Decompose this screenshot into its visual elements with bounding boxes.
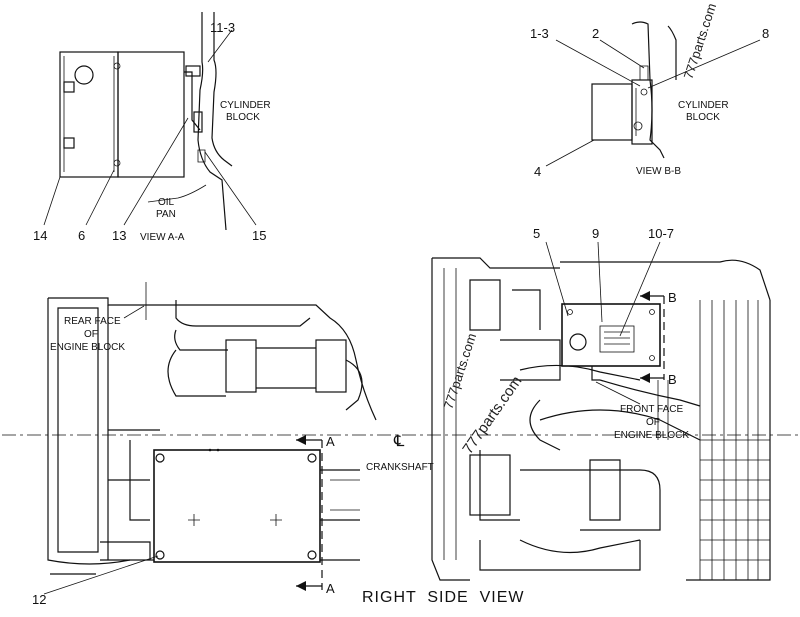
front-face-line1: FRONT FACE	[620, 404, 683, 415]
callout-5: 5	[533, 226, 540, 241]
block-label: BLOCK	[226, 112, 260, 123]
centerline-symbol: ℄	[393, 433, 405, 450]
rear-face-line3: ENGINE BLOCK	[50, 342, 125, 353]
front-face-line3: ENGINE BLOCK	[614, 430, 689, 441]
watermark-center: 777parts.com	[459, 373, 525, 457]
callout-2: 2	[592, 26, 599, 41]
section-a-bottom: A	[326, 581, 335, 596]
view-bb-title: VIEW B-B	[636, 166, 681, 177]
callout-13: 13	[112, 228, 126, 243]
crankshaft-centerline: ℄ CRANKSHAFT	[2, 433, 798, 473]
watermark-top: 777parts.com	[681, 1, 720, 81]
left-engine-view: A A REAR FACE OF ENGINE BLOCK 12	[32, 282, 377, 607]
bracket-plate	[561, 303, 661, 367]
callout-6: 6	[78, 228, 85, 243]
block-label-bb: BLOCK	[686, 112, 720, 123]
callout-9: 9	[592, 226, 599, 241]
cylinder-label: CYLINDER	[220, 100, 271, 111]
right-side-view-caption: RIGHT SIDE VIEW	[362, 589, 525, 606]
front-face-line2: OF	[646, 417, 660, 428]
view-aa-title: VIEW A-A	[140, 232, 185, 243]
callout-8: 8	[762, 26, 769, 41]
callout-14: 14	[33, 228, 47, 243]
callout-11-3: 11-3	[210, 20, 235, 35]
view-bb: 1-3 2 8 4 CYLINDER BLOCK VIEW B-B	[530, 21, 769, 179]
cover-plate	[153, 449, 321, 563]
callout-10-7: 10-7	[648, 226, 674, 241]
view-aa: 11-3 14 6 13 15 CYLINDER BLOCK OIL PAN V…	[33, 12, 271, 243]
section-b-bottom: B	[668, 372, 677, 387]
rear-face-line1: REAR FACE	[64, 316, 121, 327]
oil-label: OIL	[158, 197, 175, 208]
cylinder-label-bb: CYLINDER	[678, 100, 729, 111]
callout-15: 15	[252, 228, 266, 243]
crankshaft-label: CRANKSHAFT	[366, 462, 434, 473]
callout-4: 4	[534, 164, 541, 179]
callout-12: 12	[32, 592, 46, 607]
section-a-top: A	[326, 434, 335, 449]
pan-label: PAN	[156, 209, 176, 220]
watermark-mid: 777parts.com	[441, 331, 480, 411]
section-b-top: B	[668, 290, 677, 305]
callout-1-3: 1-3	[530, 26, 549, 41]
right-engine-view: B B 5 9 10-7 FRONT FACE OF ENGINE BLOCK	[431, 226, 771, 581]
rear-face-line2: OF	[84, 329, 98, 340]
